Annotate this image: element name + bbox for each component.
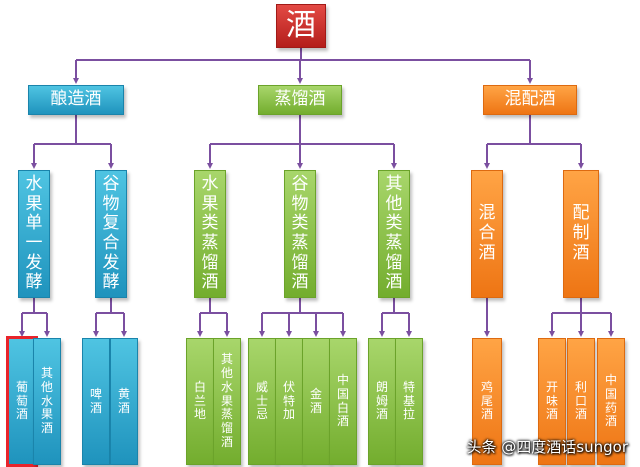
- leaf-whisky: 威 士 忌: [248, 338, 276, 465]
- leaf-other-fruit-wine: 其 他 水 果 酒: [33, 338, 61, 465]
- leaf-label: 啤 酒: [89, 386, 102, 415]
- leaf-label: 特 基 拉: [402, 379, 415, 422]
- sub-grain-distilled: 谷 物 类 蒸 馏 酒: [284, 170, 316, 298]
- sub-other-distilled: 其 他 类 蒸 馏 酒: [378, 170, 410, 298]
- watermark: 头条 @四度酒话sungor: [466, 438, 628, 456]
- sub-compounded: 配 制 酒: [563, 170, 599, 298]
- leaf-rum: 朗 姆 酒: [368, 338, 396, 465]
- category-hunpei: 混配酒: [483, 85, 577, 115]
- leaf-label: 朗 姆 酒: [375, 379, 388, 422]
- sub-grain-compound-ferment: 谷 物 复 合 发 酵: [95, 170, 127, 298]
- sub-label: 谷 物 类 蒸 馏 酒: [291, 173, 309, 293]
- leaf-label: 黄 酒: [117, 386, 130, 415]
- leaf-yellow-wine: 黄 酒: [110, 338, 138, 465]
- leaf-chinese-medicinal-wine: 中 国 药 酒: [597, 338, 625, 465]
- leaf-cocktail: 鸡 尾 酒: [472, 338, 502, 465]
- leaf-label: 伏 特 加: [282, 379, 295, 422]
- sub-label: 谷 物 复 合 发 酵: [102, 173, 120, 293]
- sub-label: 混 合 酒: [478, 203, 496, 263]
- sub-label: 水 果 类 蒸 馏 酒: [201, 173, 219, 293]
- leaf-label: 金 酒: [309, 386, 322, 415]
- sub-fruit-distilled: 水 果 类 蒸 馏 酒: [194, 170, 226, 298]
- leaf-beer: 啤 酒: [82, 338, 110, 465]
- leaf-tequila: 特 基 拉: [395, 338, 423, 465]
- leaf-label: 其 他 水 果 酒: [40, 365, 53, 436]
- root-node-jiu: 酒: [276, 4, 326, 48]
- sub-label: 配 制 酒: [572, 203, 590, 263]
- category-label: 混配酒: [504, 89, 556, 110]
- category-niangzao: 酿造酒: [28, 85, 124, 115]
- leaf-grape-wine: 葡 萄 酒: [6, 336, 38, 467]
- leaf-label: 开 味 酒: [545, 379, 558, 422]
- leaf-brandy: 白 兰 地: [186, 338, 214, 465]
- sub-fruit-single-ferment: 水 果 单 一 发 酵: [18, 170, 50, 298]
- category-zhengliu: 蒸馏酒: [258, 85, 342, 115]
- leaf-vodka: 伏 特 加: [275, 338, 303, 465]
- leaf-gin: 金 酒: [302, 338, 330, 465]
- leaf-label: 利 口 酒: [574, 379, 587, 422]
- leaf-aperitif: 开 味 酒: [538, 338, 566, 465]
- sub-mixed: 混 合 酒: [471, 170, 503, 298]
- leaf-label: 中 国 白 酒: [336, 372, 349, 429]
- leaf-liqueur: 利 口 酒: [567, 338, 595, 465]
- leaf-label: 其 他 水 果 蒸 馏 酒: [220, 351, 233, 450]
- leaf-other-fruit-spirit: 其 他 水 果 蒸 馏 酒: [213, 338, 241, 465]
- category-label: 酿造酒: [50, 89, 102, 110]
- leaf-chinese-baijiu: 中 国 白 酒: [329, 338, 357, 465]
- leaf-label: 葡 萄 酒: [15, 379, 28, 422]
- category-label: 蒸馏酒: [274, 89, 326, 110]
- root-label: 酒: [286, 7, 316, 43]
- sub-label: 水 果 单 一 发 酵: [25, 173, 43, 293]
- leaf-label: 白 兰 地: [193, 379, 206, 422]
- leaf-label: 威 士 忌: [255, 379, 268, 422]
- leaf-label: 鸡 尾 酒: [480, 379, 493, 422]
- leaf-label: 中 国 药 酒: [604, 372, 617, 429]
- sub-label: 其 他 类 蒸 馏 酒: [385, 173, 403, 293]
